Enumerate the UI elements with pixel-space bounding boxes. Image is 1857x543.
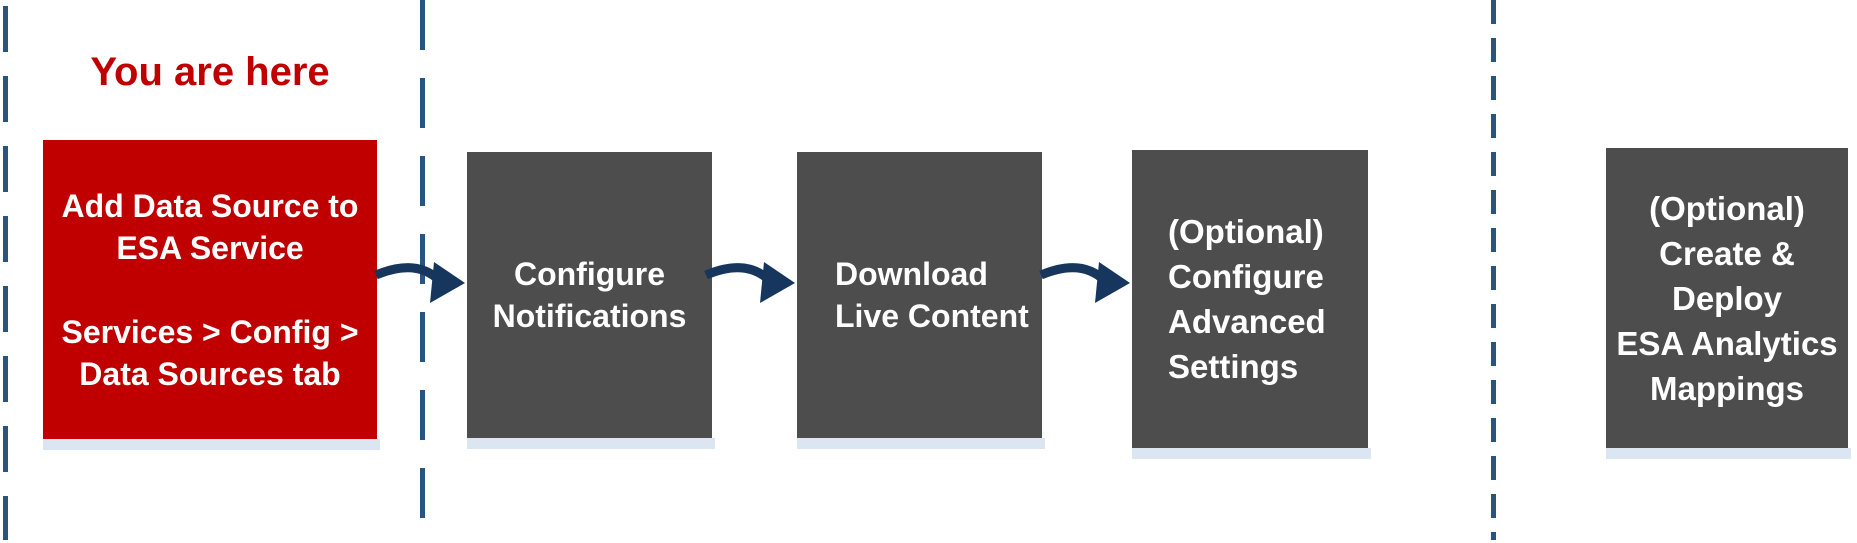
step-text-line: Live Content: [835, 298, 1029, 334]
step-box-add-data-source: Add Data Source to ESA Service Services …: [43, 140, 380, 450]
step-text-line: Create &: [1659, 234, 1795, 272]
step-text-line: Configure: [1168, 258, 1324, 295]
flow-arrow-icon: [374, 262, 465, 303]
step-text-line: (Optional): [1649, 189, 1805, 227]
step-text-line: Download: [835, 256, 988, 292]
step-text-line: Notifications: [492, 298, 687, 334]
step-text-line: Services > Config >: [61, 313, 359, 350]
you-are-here-label: You are here: [90, 50, 330, 94]
step-text-line: Settings: [1168, 348, 1299, 385]
step-text-line: Add Data Source to: [61, 187, 359, 224]
step-text-line: Advanced: [1168, 303, 1326, 340]
step-box-download-live-content: Download Live Content: [797, 152, 1045, 449]
step-text-line: Configure: [513, 256, 666, 292]
step-text-line: ESA Service: [116, 229, 304, 266]
dashed-divider-left: [3, 6, 8, 540]
flow-arrow-icon: [1039, 262, 1130, 303]
dashed-divider-right: [1491, 0, 1496, 540]
step-text-line: Data Sources tab: [79, 355, 341, 392]
flow-arrow-icon: [704, 262, 795, 303]
step-box-create-deploy-esa-analytics-mappings: (Optional) Create & Deploy ESA Analytics…: [1606, 148, 1851, 459]
step-text-line: Deploy: [1671, 279, 1783, 317]
step-text-line: (Optional): [1168, 213, 1324, 250]
step-box-configure-advanced-settings: (Optional) Configure Advanced Settings: [1132, 150, 1371, 459]
step-text-line: Mappings: [1650, 369, 1804, 407]
step-box-configure-notifications: Configure Notifications: [467, 152, 715, 449]
step-text-line: ESA Analytics: [1616, 324, 1838, 362]
step-text-line: [43, 269, 377, 311]
